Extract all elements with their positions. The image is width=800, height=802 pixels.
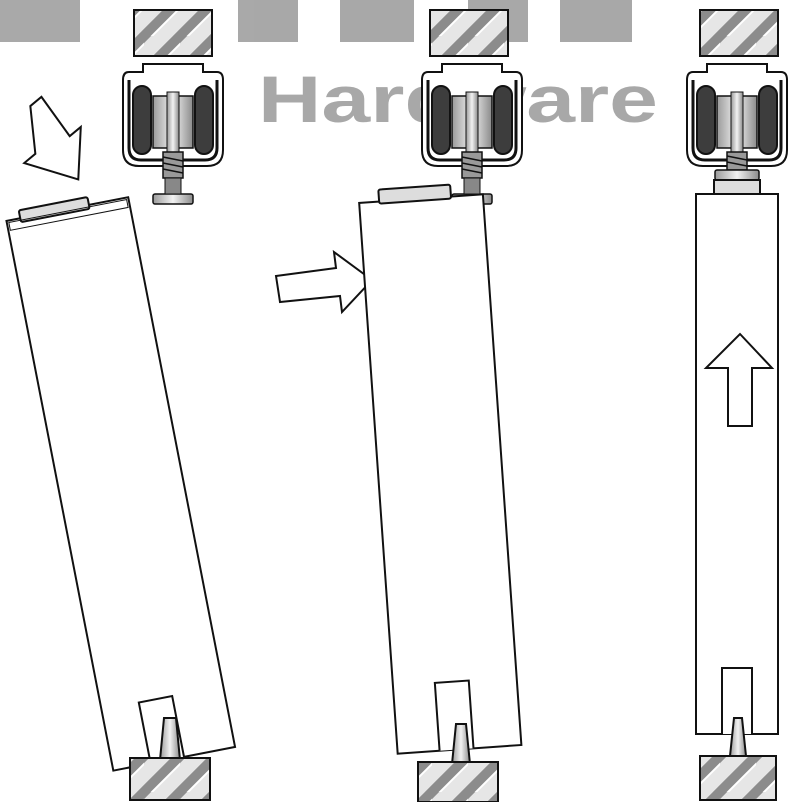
step-1 [5, 9, 237, 801]
door-panel [5, 196, 237, 772]
watermark-logo: Hardware [0, 0, 658, 136]
floor-block [129, 757, 211, 801]
down-right-arrow-icon [22, 95, 82, 181]
top-track-block [429, 9, 509, 57]
roller-hanger [686, 63, 788, 181]
right-arrow-icon [274, 249, 374, 315]
roller-hanger [421, 63, 523, 205]
top-track-block [699, 9, 779, 57]
top-track-block [133, 9, 213, 57]
floor-guide [728, 717, 748, 757]
floor-block [699, 755, 777, 801]
step-2 [358, 9, 523, 802]
floor-guide [158, 717, 182, 761]
floor-guide [450, 723, 472, 765]
roller-hanger [122, 63, 224, 205]
door-panel [358, 183, 523, 755]
step-3 [686, 9, 788, 801]
door-panel [695, 179, 779, 735]
up-arrow-icon [703, 332, 775, 427]
floor-block [417, 761, 499, 802]
